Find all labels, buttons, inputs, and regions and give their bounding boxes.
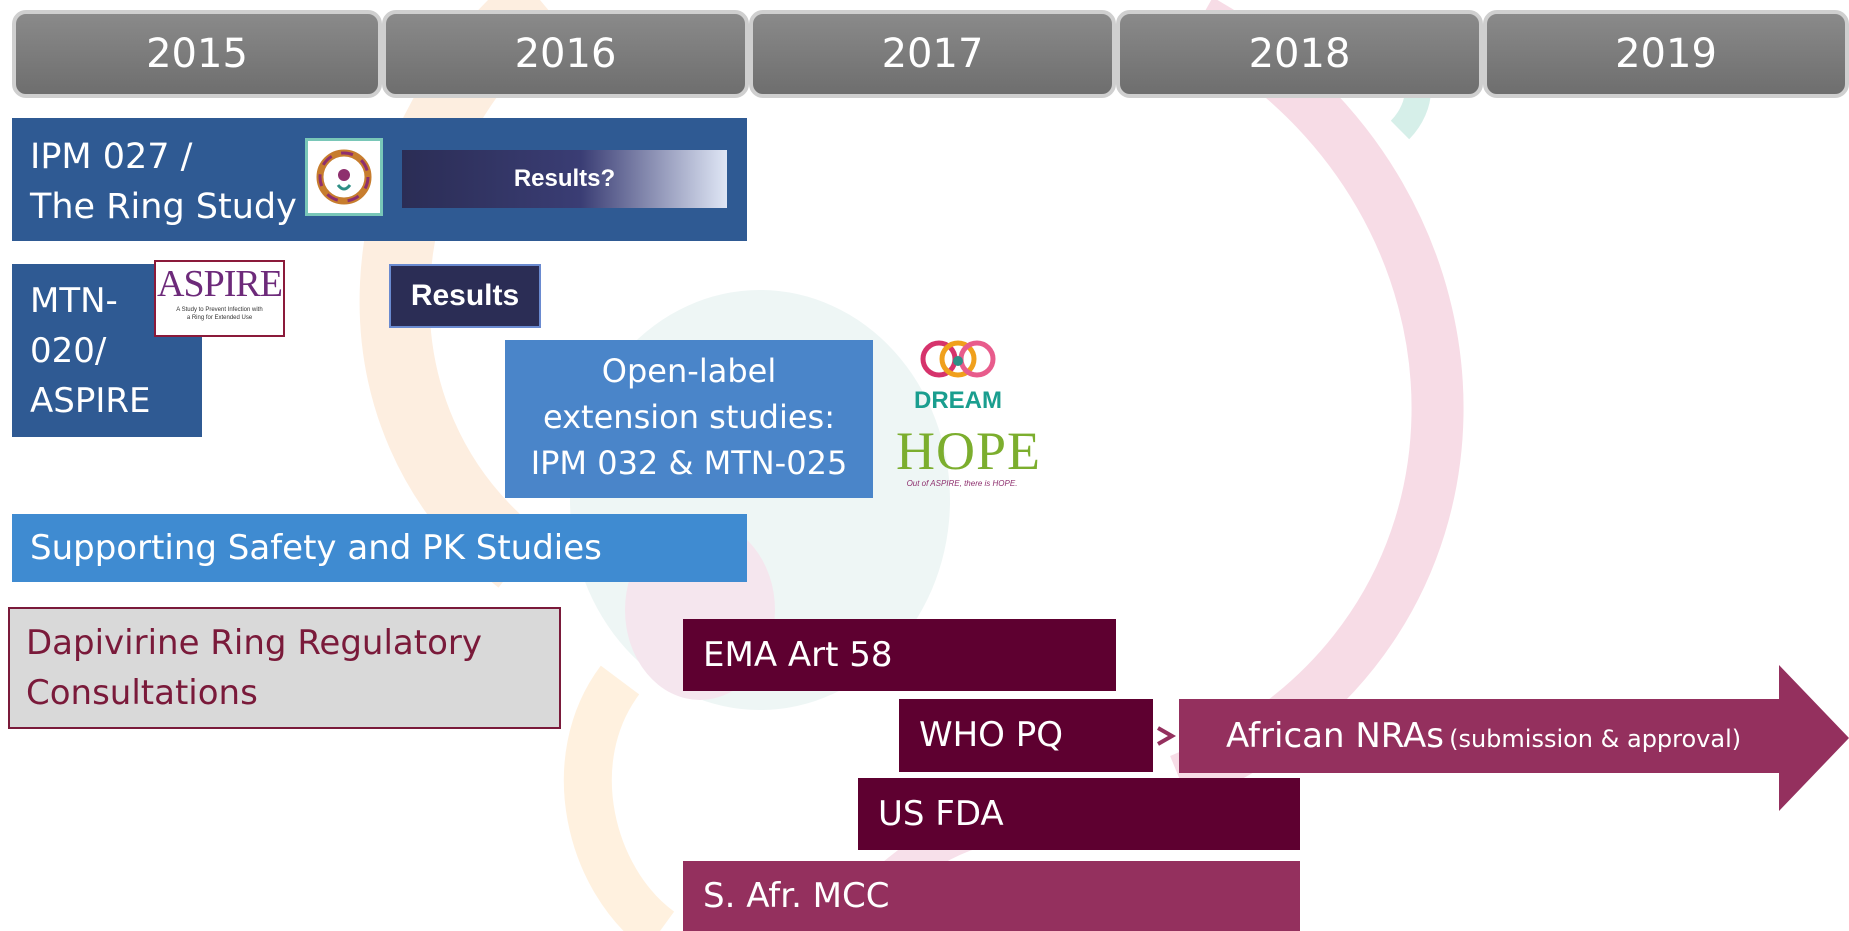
dream-logo-text: DREAM [914,387,1002,414]
year-tab-2016: 2016 [382,10,749,98]
hope-logo-tagline: Out of ASPIRE, there is HOPE. [906,479,1018,488]
ring-study-label: IPM 027 / The Ring Study [30,137,297,227]
african-nras-note: (submission & approval) [1449,725,1742,753]
ring-study-logo [305,138,383,216]
supporting-studies-bar [12,514,747,582]
year-tab-2015: 2015 [12,10,382,98]
supporting-studies-label: Supporting Safety and PK Studies [30,528,602,568]
african-nras-arrow [1179,665,1849,811]
hope-logo: HOPE Out of ASPIRE, there is HOPE. [896,421,1042,496]
year-tab-2017: 2017 [749,10,1116,98]
dream-rings-icon [920,340,996,378]
us-fda-label: US FDA [878,794,1004,834]
ema-art58-label: EMA Art 58 [703,635,893,675]
open-label-box [505,340,873,498]
aspire-logo-subtext: A Study to Prevent Infection with a Ring… [176,307,263,321]
aspire-logo: ASPIRE A Study to Prevent Infection with… [154,260,285,337]
regulatory-consultations-label: Dapivirine Ring Regulatory Consultations [26,623,482,713]
year-tab-2019: 2019 [1483,10,1849,98]
hope-logo-text: HOPE [896,421,1042,481]
s-afr-mcc-bar [683,861,1300,931]
ring-study-results-bar [402,150,727,208]
open-label-text: Open-label extension studies: IPM 032 & … [530,352,848,482]
aspire-results-bar [389,264,541,328]
aspire-label: MTN- 020/ ASPIRE [30,281,151,421]
ema-art58-bar [683,619,1116,691]
who-pq-label: WHO PQ [919,715,1064,755]
us-fda-bar [858,778,1300,850]
ring-study-logo-icon [316,149,372,205]
aspire-results-label: Results [410,279,520,312]
dream-logo: DREAM [903,335,1013,415]
african-nras-label: African NRAs (submission & approval) [1226,699,1741,773]
year-tab-2018: 2018 [1116,10,1483,98]
ring-study-results-label: Results? [513,165,616,192]
who-pq-bar [899,699,1153,772]
who-to-african-arrow [1157,726,1177,746]
regulatory-consultations-box [8,607,561,729]
s-afr-mcc-label: S. Afr. MCC [703,876,890,916]
african-nras-title: African NRAs [1226,716,1444,756]
aspire-logo-text: ASPIRE [157,263,283,305]
